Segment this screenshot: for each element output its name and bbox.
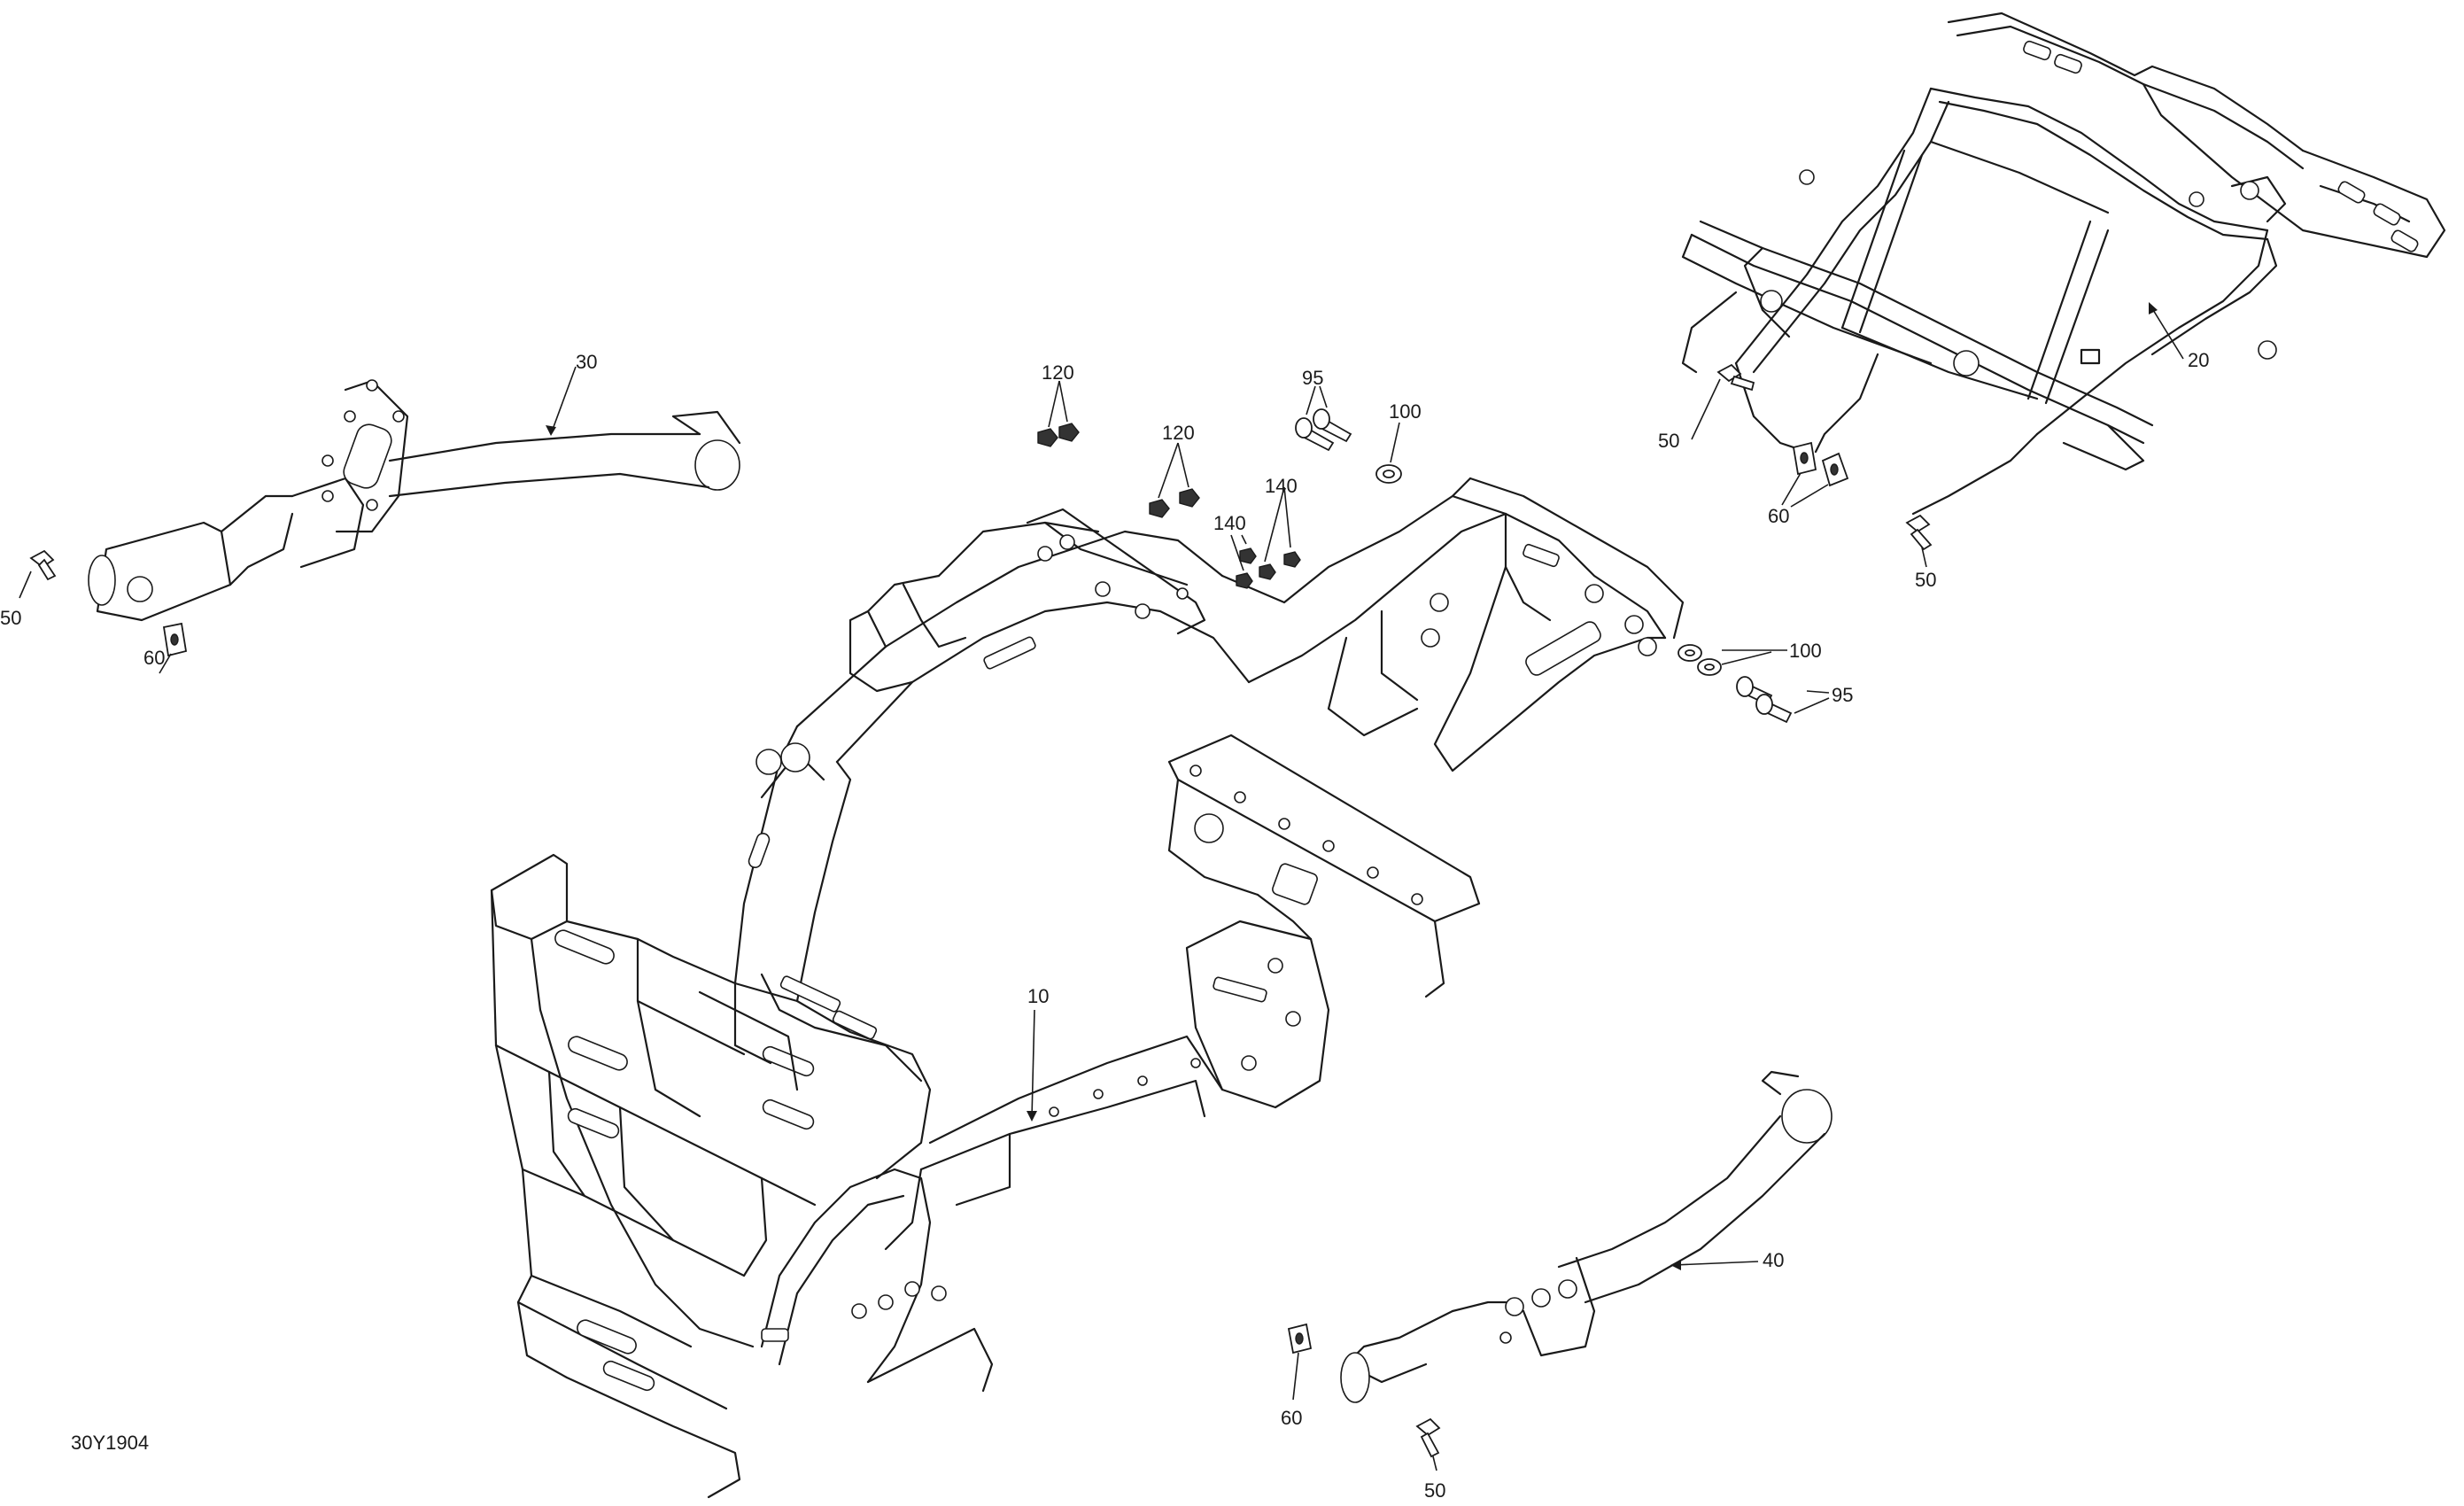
clip-60-left[interactable] — [162, 622, 188, 657]
callout-100-right: 100 — [1721, 640, 1822, 665]
callout-60-left: 60 — [143, 647, 172, 674]
drawing-code: 30Y1904 — [71, 1432, 149, 1454]
bolt-50-rear-a[interactable] — [1716, 363, 1755, 392]
callout-label-120-a: 120 — [1042, 361, 1074, 384]
callout-50-bottom: 50 — [1424, 1456, 1445, 1502]
callout-label-30: 30 — [576, 351, 597, 373]
washer-100-right[interactable] — [1678, 644, 1722, 676]
callout-label-60-bottom: 60 — [1281, 1407, 1302, 1429]
callout-label-140-b: 140 — [1213, 512, 1246, 534]
callout-140-b: 140 — [1213, 512, 1247, 571]
callout-label-20: 20 — [2188, 349, 2209, 371]
callout-40: 40 — [1670, 1249, 1784, 1271]
bolt-50-left[interactable] — [29, 549, 57, 581]
callout-10: 10 — [1027, 985, 1049, 1122]
callout-60-rear: 60 — [1768, 472, 1829, 527]
clip-60-rear[interactable] — [1792, 441, 1849, 487]
callout-label-100-right: 100 — [1789, 640, 1822, 662]
callout-50-rear-a: 50 — [1658, 378, 1721, 452]
nut-120-group-b[interactable] — [1149, 488, 1200, 518]
callout-label-120-b: 120 — [1162, 422, 1195, 444]
bolt-95-top[interactable] — [1295, 408, 1352, 452]
clip-60-bottom[interactable] — [1287, 1323, 1313, 1355]
side-beam-part-30[interactable] — [88, 379, 741, 622]
callout-label-140-a: 140 — [1265, 475, 1298, 497]
callout-label-100-top: 100 — [1389, 400, 1422, 423]
callout-label-50-rear-a: 50 — [1658, 430, 1679, 452]
callout-95-top: 95 — [1302, 367, 1328, 415]
side-beam-part-40[interactable] — [1340, 1070, 1833, 1403]
callout-20: 20 — [2149, 302, 2209, 371]
callout-100-top: 100 — [1389, 400, 1422, 463]
bolt-50-rear-b[interactable] — [1905, 514, 1933, 551]
callout-120-b: 120 — [1158, 422, 1195, 499]
callout-label-50-rear-b: 50 — [1915, 569, 1936, 591]
callout-95-right: 95 — [1794, 684, 1853, 714]
callout-120-a: 120 — [1042, 361, 1074, 428]
callout-label-95-right: 95 — [1832, 684, 1853, 706]
washer-100-top[interactable] — [1375, 464, 1402, 484]
callout-50-left: 50 — [0, 571, 32, 629]
bolt-50-bottom[interactable] — [1415, 1417, 1441, 1458]
callout-140-a: 140 — [1264, 475, 1298, 563]
callout-label-10: 10 — [1027, 985, 1049, 1007]
callout-label-50-left: 50 — [0, 607, 21, 629]
bolt-95-right[interactable] — [1736, 676, 1793, 724]
callout-label-40: 40 — [1763, 1249, 1784, 1271]
rear-frame-part-20[interactable] — [1681, 12, 2446, 516]
nut-140-group[interactable] — [1236, 547, 1301, 589]
callout-label-60-left: 60 — [143, 647, 165, 669]
callout-30: 30 — [546, 351, 597, 436]
callout-label-95-top: 95 — [1302, 367, 1323, 389]
main-frame-part-10[interactable] — [490, 477, 1685, 1499]
nut-120-group-a[interactable] — [1037, 423, 1080, 447]
callout-60-bottom: 60 — [1281, 1352, 1302, 1429]
callout-50-rear-b: 50 — [1915, 547, 1936, 591]
callout-label-60-rear: 60 — [1768, 505, 1789, 527]
callout-label-50-bottom: 50 — [1424, 1479, 1445, 1502]
